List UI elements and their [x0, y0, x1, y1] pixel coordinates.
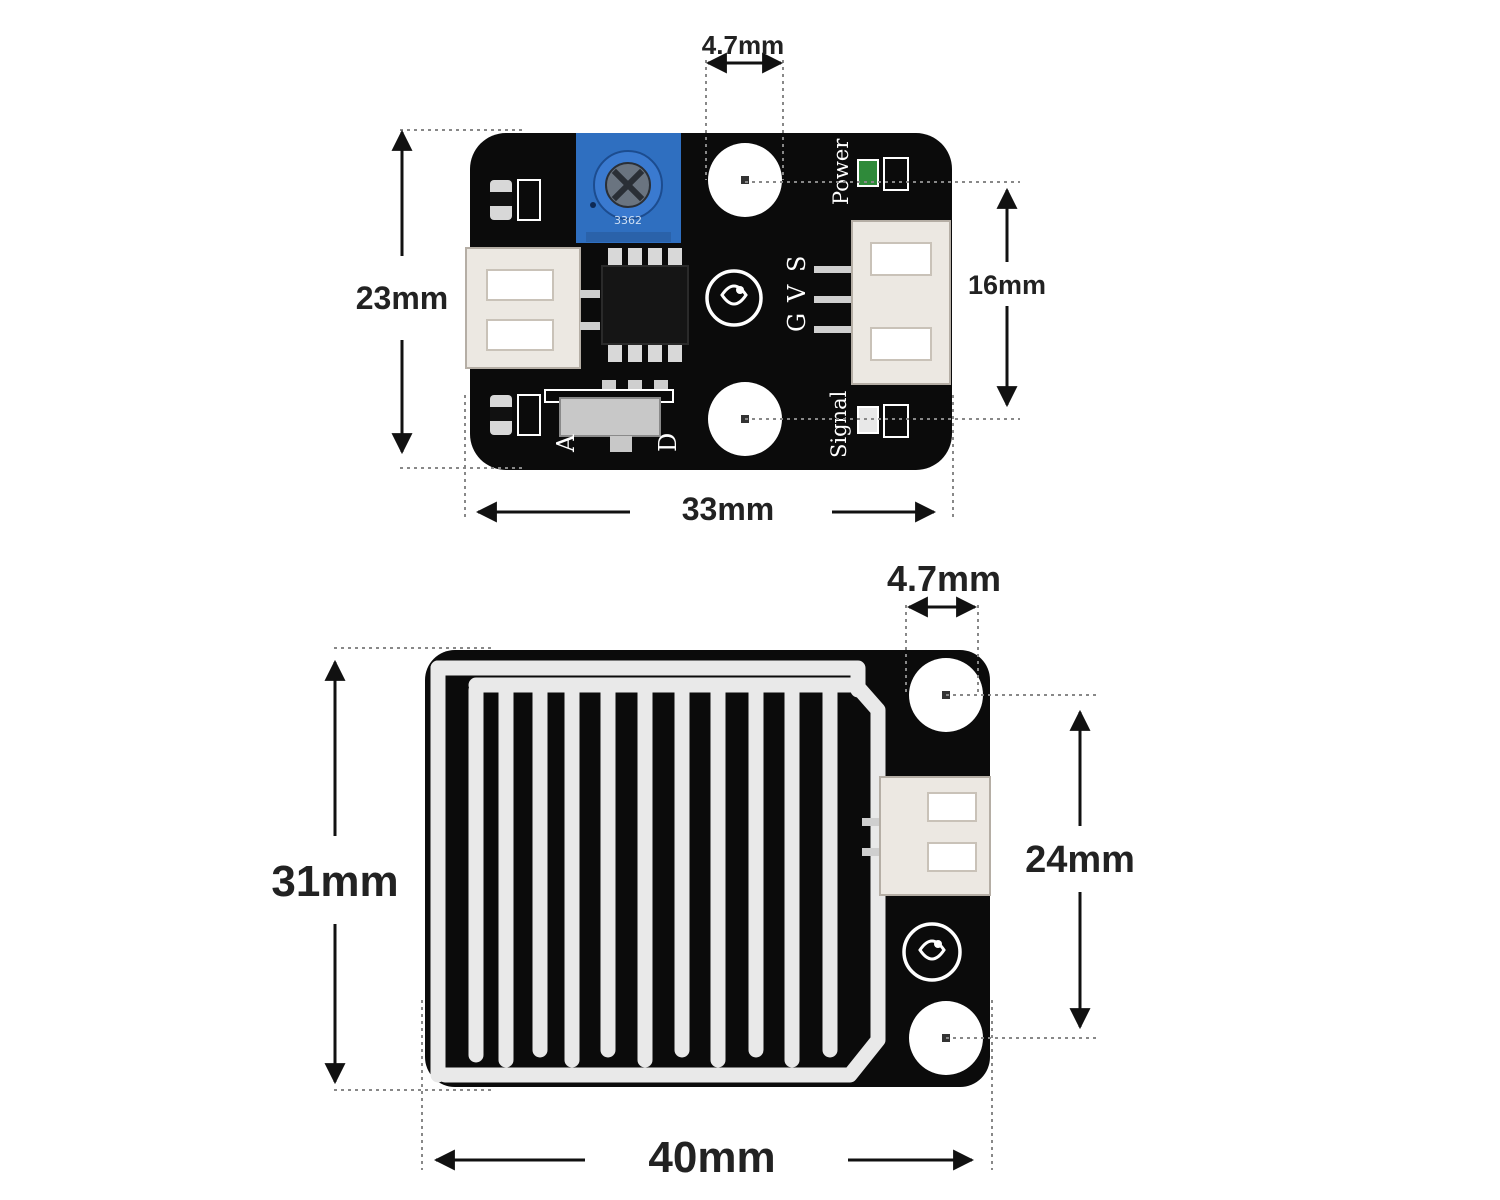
pin-label-g: G — [783, 313, 811, 332]
sensor-dimension-arrows — [324, 596, 1091, 1171]
sensor-board — [425, 650, 991, 1087]
module-board: 3362 — [465, 133, 952, 470]
module-dimension-arrows — [391, 52, 1018, 523]
pot-code-label: 3362 — [614, 214, 642, 227]
trace-gaps — [489, 700, 852, 1060]
sensor-guide-lines — [334, 605, 1100, 1170]
signal-label: Signal — [827, 390, 851, 458]
brand-logo-icon — [705, 269, 763, 327]
left-connector — [465, 247, 600, 369]
sensor-width-label: 40mm — [648, 1133, 775, 1182]
module-guide-lines — [400, 60, 1020, 520]
sensor-brand-logo-icon — [902, 922, 962, 982]
smd-resistor-top-left — [490, 179, 541, 221]
smd-resistor-bottom-left — [490, 394, 541, 436]
power-label: Power — [829, 138, 853, 205]
power-led — [857, 157, 909, 191]
module-hole-spacing-label: 16mm — [968, 270, 1046, 300]
module-height-label: 23mm — [356, 280, 449, 316]
ic-chip — [601, 248, 689, 362]
sensor-hole-spacing-label: 24mm — [1025, 839, 1135, 881]
potentiometer: 3362 — [576, 133, 681, 243]
mode-switch — [544, 380, 674, 452]
pin-label-v: V — [783, 284, 811, 303]
mode-label-d: D — [654, 433, 682, 452]
module-hole-diameter-label: 4.7mm — [702, 30, 784, 60]
sensor-hole-diameter-label: 4.7mm — [887, 558, 1001, 599]
module-width-label: 33mm — [682, 491, 775, 527]
sensor-height-label: 31mm — [271, 857, 398, 906]
sensing-traces — [430, 660, 886, 1083]
sensor-connector — [862, 776, 991, 896]
mode-label-a: A — [552, 434, 580, 453]
right-connector — [814, 220, 951, 385]
pin-label-s: S — [783, 256, 811, 272]
